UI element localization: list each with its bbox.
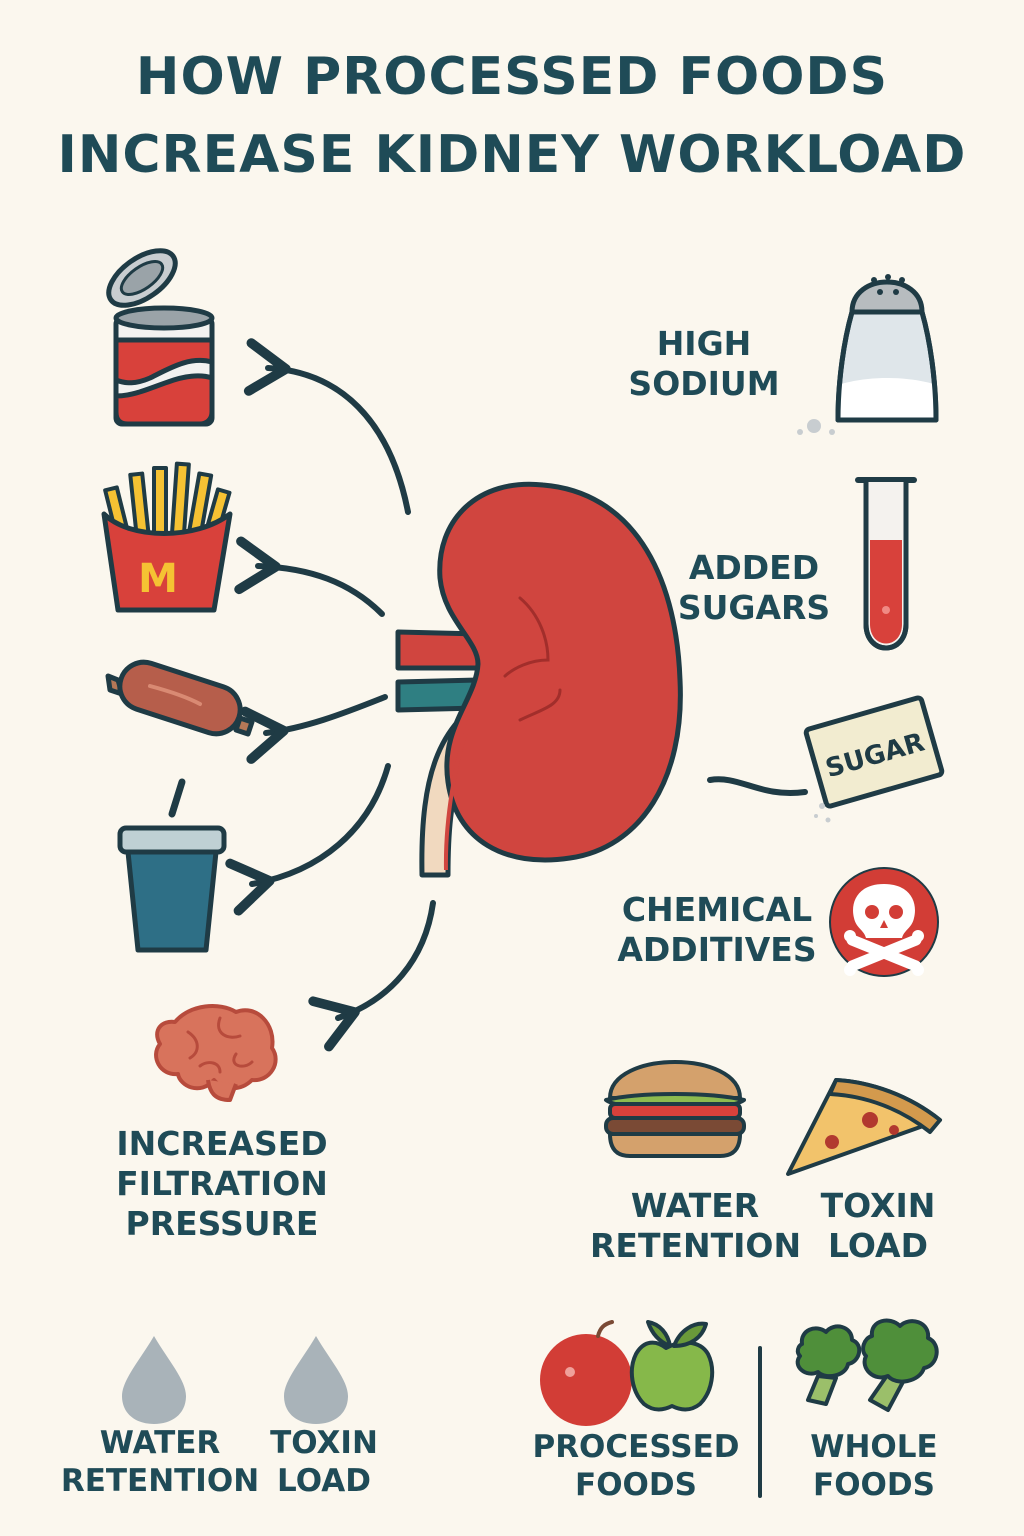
- apple-icon: [540, 1320, 632, 1426]
- fries-logo: M: [138, 556, 178, 602]
- fries-icon: M: [101, 461, 233, 613]
- burger-icon: [604, 1060, 746, 1158]
- label-toxin-load-bottom-line-2: LOAD: [277, 1463, 371, 1499]
- label-chemical-additives-line-1: CHEMICAL: [621, 890, 813, 929]
- label-processed-foods: PROCESSED FOODS: [532, 1428, 740, 1504]
- label-whole-foods-line-1: WHOLE: [810, 1429, 938, 1465]
- arrow-to-brain: [308, 900, 436, 1052]
- kidney-icon: [395, 481, 683, 878]
- label-whole-foods-line-2: FOODS: [813, 1467, 935, 1503]
- arrow-to-cup: [225, 763, 391, 916]
- label-toxin-load-bottom: TOXIN LOAD: [258, 1424, 390, 1500]
- label-increased-filtration-pressure: INCREASED FILTRATION PRESSURE: [104, 1124, 340, 1244]
- arrow-to-sausage: [240, 694, 388, 764]
- label-high-sodium-line-2: SODIUM: [628, 364, 780, 403]
- label-water-retention-bottom: WATER RETENTION: [60, 1424, 260, 1500]
- label-chemical-additives-line-2: ADDITIVES: [617, 930, 817, 969]
- page-title-line-2: INCREASE KIDNEY WORKLOAD: [57, 125, 967, 185]
- label-added-sugars-line-1: ADDED: [688, 548, 820, 587]
- arrow-to-fries: [234, 536, 385, 617]
- label-processed-foods-line-2: FOODS: [575, 1467, 697, 1503]
- label-filtration-line-3: PRESSURE: [125, 1204, 319, 1243]
- arrow-to-can: [243, 338, 411, 515]
- page-title-line-1: HOW PROCESSED FOODS: [135, 47, 889, 107]
- skull-crossbones-icon: [829, 867, 939, 977]
- brain-icon: [154, 1004, 278, 1102]
- apple-icon-green: [629, 1320, 715, 1412]
- label-water-retention-right-line-2: RETENTION: [590, 1226, 802, 1265]
- label-added-sugars-line-2: SUGARS: [677, 588, 831, 627]
- label-whole-foods: WHOLE FOODS: [792, 1428, 956, 1504]
- sugar-packet-icon: SUGAR: [803, 695, 945, 823]
- label-toxin-load-right: TOXIN LOAD: [808, 1186, 948, 1266]
- squiggle-to-sugar: [707, 776, 808, 796]
- soda-cup-icon: [117, 778, 227, 953]
- label-water-retention-right: WATER RETENTION: [590, 1186, 802, 1266]
- broccoli-icon: [795, 1318, 939, 1412]
- label-processed-foods-line-1: PROCESSED: [532, 1429, 740, 1465]
- label-toxin-load-right-line-1: TOXIN: [820, 1186, 936, 1225]
- label-water-retention-bottom-line-1: WATER: [99, 1425, 221, 1461]
- label-filtration-line-1: INCREASED: [116, 1124, 328, 1163]
- pizza-slice-icon: [786, 1078, 942, 1176]
- sausage-icon: [105, 659, 255, 737]
- test-tube-icon: [855, 477, 917, 651]
- label-water-retention-right-line-1: WATER: [630, 1186, 760, 1225]
- salt-shaker-icon: [797, 274, 939, 435]
- label-high-sodium: HIGH SODIUM: [604, 324, 804, 404]
- arrows: [225, 338, 808, 1052]
- label-filtration-line-2: FILTRATION: [116, 1164, 328, 1203]
- water-drop-icon: [122, 1336, 348, 1424]
- label-added-sugars: ADDED SUGARS: [664, 548, 844, 628]
- label-water-retention-bottom-line-2: RETENTION: [60, 1463, 260, 1499]
- label-toxin-load-bottom-line-1: TOXIN: [270, 1425, 378, 1461]
- label-high-sodium-line-1: HIGH: [656, 324, 752, 363]
- label-chemical-additives: CHEMICAL ADDITIVES: [608, 890, 826, 970]
- can-icon: [106, 248, 215, 427]
- label-toxin-load-right-line-2: LOAD: [828, 1226, 928, 1265]
